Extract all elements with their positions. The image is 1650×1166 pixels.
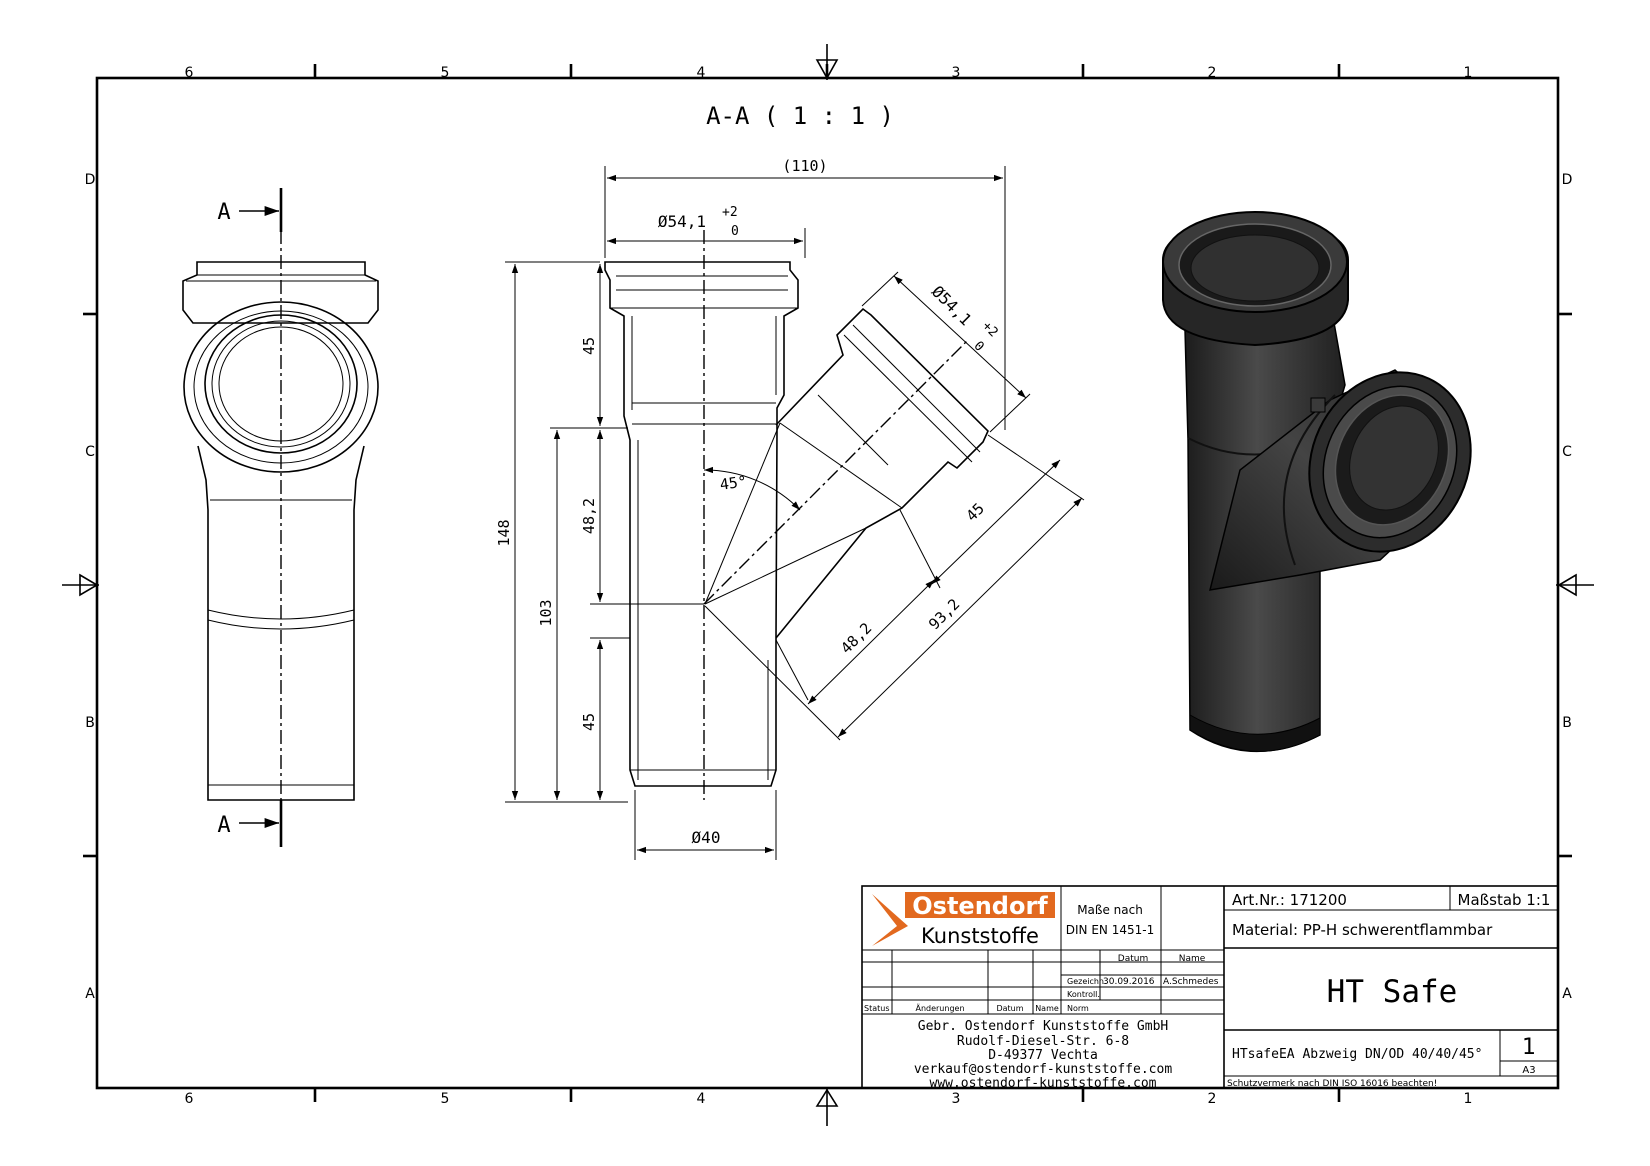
article-number: Art.Nr.: 171200 — [1232, 891, 1347, 909]
dim-total-height: 148 — [495, 519, 513, 546]
company-logo: Ostendorf Kunststoffe — [872, 892, 1055, 948]
section-marker-top: A — [217, 200, 230, 225]
company-email: verkauf@ostendorf-kunststoffe.com — [914, 1062, 1172, 1077]
scale-label: Maßstab 1:1 — [1458, 891, 1551, 909]
centering-mark-top — [815, 44, 839, 80]
dim-upper-45: 45 — [580, 337, 598, 355]
col-label-bottom-6: 6 — [185, 1091, 194, 1107]
dims-note-line2: DIN EN 1451-1 — [1066, 923, 1154, 937]
logo-text-bottom: Kunststoffe — [921, 924, 1039, 948]
drawing-frame: 6 5 4 3 2 1 6 5 4 3 2 1 D C B A D C B A — [62, 44, 1594, 1126]
dim-bottom-diameter: Ø40 — [692, 828, 721, 847]
company-web: www.ostendorf-kunststoffe.com — [930, 1076, 1157, 1091]
col-label-bottom-2: 2 — [1208, 1091, 1217, 1107]
row-norm-label: Norm — [1067, 1004, 1089, 1013]
row-label-right-d: D — [1562, 172, 1573, 188]
row-label-right-a: A — [1562, 986, 1572, 1002]
section-title: A-A ( 1 : 1 ) — [706, 102, 894, 130]
dim-mid-48: 48,2 — [580, 498, 598, 534]
section-view: 45° (110) Ø54,1 +2 0 Ø54,1 +2 0 148 103 — [495, 157, 1085, 860]
dim-branch-socket-tol-upper: +2 — [979, 319, 1001, 341]
row-label-right-b: B — [1562, 715, 1572, 731]
dim-overall-width: (110) — [782, 157, 827, 175]
col-label-bottom-5: 5 — [441, 1091, 450, 1107]
angle-label: 45° — [719, 472, 748, 494]
col-label-top-4: 4 — [697, 65, 706, 81]
row-label-left-d: D — [85, 172, 96, 188]
dim-lower-45: 45 — [580, 713, 598, 731]
dims-note-line1: Maße nach — [1077, 903, 1143, 917]
centering-mark-right — [1556, 573, 1594, 597]
dim-branch-socket-tol-lower: 0 — [970, 339, 986, 355]
company-city: D-49377 Vechta — [988, 1048, 1098, 1063]
col-label-top-2: 2 — [1208, 65, 1217, 81]
col-label-top-6: 6 — [185, 65, 194, 81]
centering-mark-left — [62, 573, 99, 597]
row-label-left-c: C — [85, 444, 95, 460]
gezeichn-date: 30.09.2016 — [1103, 977, 1155, 987]
col-label-top-1: 1 — [1464, 65, 1473, 81]
col-label-bottom-3: 3 — [952, 1091, 961, 1107]
dim-branch-48: 48,2 — [837, 619, 875, 657]
col-label-top-3: 3 — [952, 65, 961, 81]
section-marker-bottom: A — [217, 813, 230, 838]
rev-date-label: Datum — [996, 1004, 1023, 1013]
row-label-left-a: A — [85, 986, 95, 1002]
row-label-left-b: B — [85, 715, 95, 731]
part-description: HTsafeEA Abzweig DN/OD 40/40/45° — [1232, 1047, 1482, 1062]
gezeichn-name: A.Schmedes — [1163, 977, 1219, 987]
material-label: Material: PP-H schwerentflammbar — [1232, 921, 1493, 939]
rev-status-label: Status — [864, 1004, 890, 1013]
col-label-bottom-4: 4 — [697, 1091, 706, 1107]
dim-height-103: 103 — [537, 599, 555, 626]
company-street: Rudolf-Diesel-Str. 6-8 — [957, 1034, 1129, 1049]
row-kontroll-label: Kontroll. — [1067, 990, 1100, 999]
rev-name-label: Name — [1035, 1004, 1059, 1013]
dim-top-socket-tol-upper: +2 — [722, 205, 738, 220]
dim-top-socket-diameter: Ø54,1 — [658, 212, 706, 231]
protection-note: Schutzvermerk nach DIN ISO 16016 beachte… — [1227, 1079, 1437, 1089]
row-gezeichn-label: Gezeichn. — [1067, 977, 1107, 986]
col-label-bottom-1: 1 — [1464, 1091, 1473, 1107]
dim-branch-45: 45 — [962, 499, 988, 525]
rev-changes-label: Änderungen — [915, 1003, 964, 1013]
part-3d-render — [1162, 211, 1472, 752]
product-name: HT Safe — [1327, 974, 1458, 1010]
logo-text-top: Ostendorf — [912, 892, 1048, 920]
dim-branch-93: 93,2 — [925, 595, 963, 633]
company-name: Gebr. Ostendorf Kunststoffe GmbH — [918, 1019, 1168, 1034]
centering-mark-bottom — [815, 1088, 839, 1126]
dim-branch-socket-diameter: Ø54,1 — [928, 282, 975, 329]
row-label-right-c: C — [1562, 444, 1572, 460]
sheet-number: 1 — [1522, 1035, 1536, 1060]
col-name-label: Name — [1179, 954, 1206, 964]
col-datum-label: Datum — [1118, 954, 1148, 964]
col-label-top-5: 5 — [441, 65, 450, 81]
dim-top-socket-tol-lower: 0 — [731, 224, 739, 239]
title-block: Ostendorf Kunststoffe Maße nach DIN EN 1… — [861, 885, 1559, 1091]
side-view: A A — [182, 188, 379, 847]
paper-format: A3 — [1522, 1065, 1535, 1076]
